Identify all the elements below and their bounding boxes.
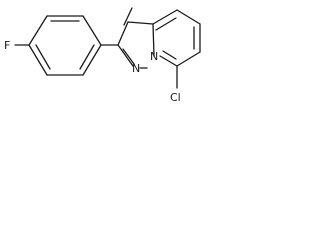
- double-bond: [122, 48, 135, 65]
- fluorine-label: F: [4, 39, 10, 52]
- bond: [28, 15, 48, 46]
- double-bond: [79, 44, 95, 70]
- double-bond: [123, 7, 133, 26]
- bond: [176, 9, 201, 25]
- bond: [82, 15, 102, 46]
- bond: [28, 44, 48, 76]
- molecule-structure: F N N Cl: [4, 7, 201, 104]
- bond: [176, 51, 201, 67]
- double-bond: [35, 44, 51, 70]
- pyridine-ring: [152, 9, 201, 67]
- bond: [82, 44, 102, 76]
- bond: [117, 44, 134, 67]
- bond: [117, 21, 129, 46]
- fluorophenyl-ring: [28, 15, 102, 76]
- bond: [152, 9, 178, 25]
- nitrogen-label-a: N: [132, 62, 140, 75]
- pyrazole-ring: [117, 7, 155, 69]
- bond: [159, 55, 178, 67]
- bond: [152, 23, 155, 57]
- double-bond: [155, 17, 177, 31]
- nitrogen-label-b: N: [150, 50, 158, 63]
- double-bond: [162, 50, 177, 60]
- bond: [127, 21, 154, 25]
- chlorine-label: Cl: [170, 91, 181, 104]
